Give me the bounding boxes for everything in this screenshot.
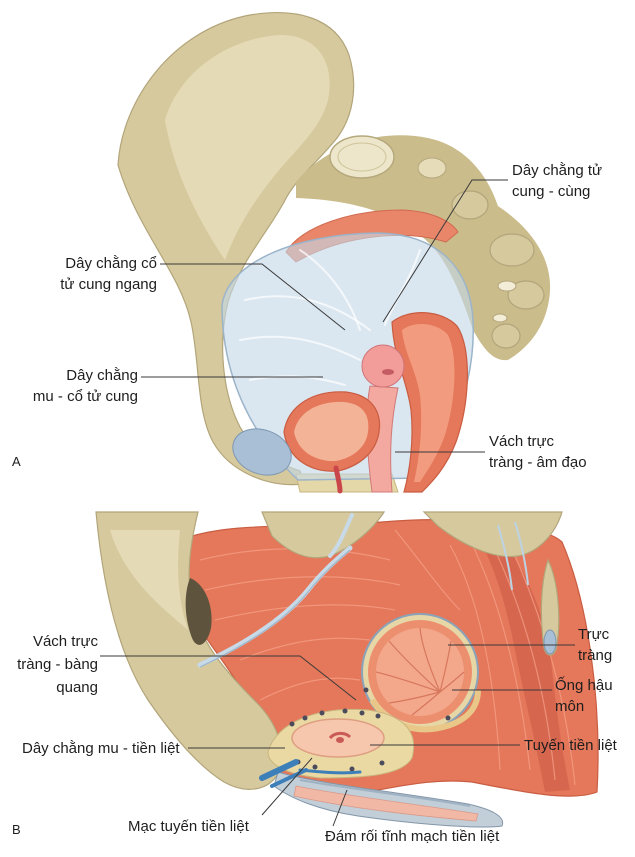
coccyx-section bbox=[422, 511, 563, 558]
leader-venous-plexus bbox=[332, 789, 348, 827]
panel-letter-b: B bbox=[12, 822, 21, 837]
label-line: tràng - bàng bbox=[17, 656, 98, 673]
sacrum bbox=[296, 135, 551, 361]
fascia-streak bbox=[239, 335, 361, 361]
fascia-line bbox=[514, 521, 529, 586]
sacral-foramen bbox=[497, 280, 517, 292]
label-line: Dây chằng mu - tiền liệt bbox=[22, 740, 180, 757]
fascia-knot bbox=[445, 715, 451, 721]
label-cardinal-ligament: Dây chằng cổ tử cung ngang bbox=[17, 253, 157, 295]
fascia-line bbox=[497, 524, 513, 591]
vertebral-body bbox=[329, 135, 395, 179]
coccyx bbox=[491, 323, 521, 349]
label-line: Tuyến tiền liệt bbox=[524, 737, 617, 754]
panel-b-illustration bbox=[95, 511, 599, 828]
urethral-lumen bbox=[336, 737, 344, 743]
leader-uterosacral bbox=[382, 179, 508, 323]
label-line: tràng - âm đạo bbox=[489, 454, 587, 471]
dorsal-vein bbox=[259, 759, 299, 781]
spongy-urethra bbox=[293, 785, 479, 822]
label-line: môn bbox=[555, 698, 585, 715]
pubic-symphysis bbox=[232, 428, 292, 476]
plexus-vein bbox=[298, 768, 362, 775]
cervix bbox=[361, 344, 405, 388]
label-line: tràng bbox=[578, 647, 613, 664]
panel-a-illustration bbox=[117, 12, 551, 494]
fascia-streak bbox=[384, 249, 421, 326]
label-anal-canal: Ống hậu môn bbox=[555, 675, 613, 717]
label-line: Vách trực bbox=[489, 433, 555, 450]
label-rectovesical-septum: Vách trực tràng - bàng quang bbox=[0, 630, 98, 699]
label-line: Mạc tuyến tiền liệt bbox=[128, 818, 249, 835]
label-rectovaginal-septum: Vách trực tràng - âm đạo bbox=[489, 431, 587, 473]
label-puboprostatic-ligament: Dây chằng mu - tiền liệt bbox=[22, 738, 180, 759]
label-line: Ống hậu bbox=[555, 677, 613, 694]
label-line: mu - cổ tử cung bbox=[32, 388, 138, 405]
rectum-lumen bbox=[376, 628, 464, 716]
fascia-line bbox=[328, 513, 354, 558]
penile-fascia-line bbox=[299, 779, 471, 807]
label-uterosacral-ligament: Dây chằng tử cung - cùng bbox=[512, 160, 602, 202]
prostatic-urethra bbox=[328, 731, 352, 740]
sacral-lobe bbox=[489, 233, 535, 267]
leader-prostatic-fascia bbox=[261, 757, 313, 816]
leader-rectovesical bbox=[100, 655, 357, 701]
label-line: Dây chằng cổ bbox=[65, 255, 157, 272]
label-line: tử cung ngang bbox=[60, 276, 157, 293]
panel-letter-a: A bbox=[12, 454, 21, 469]
spinous-process bbox=[417, 157, 447, 179]
label-line: Đám rối tĩnh mạch tiền liệt bbox=[325, 828, 500, 845]
label-line: Trực bbox=[578, 626, 610, 643]
label-prostatic-fascia: Mạc tuyến tiền liệt bbox=[128, 816, 249, 837]
pubic-bone-highlight bbox=[110, 530, 188, 630]
rectal-folds bbox=[375, 627, 465, 716]
plexus-vein bbox=[270, 768, 308, 788]
urethra bbox=[333, 465, 343, 494]
vertebral-body-rim bbox=[337, 142, 387, 172]
ischial-cartilage bbox=[543, 629, 557, 655]
ischial-spine bbox=[540, 558, 560, 656]
obturator-canal bbox=[185, 578, 212, 645]
label-prostatic-venous-plexus: Đám rối tĩnh mạch tiền liệt bbox=[325, 826, 499, 847]
label-line: Vách trực bbox=[32, 633, 98, 650]
sacral-lobe bbox=[451, 190, 489, 220]
label-line: quang bbox=[56, 679, 98, 696]
leader-lines bbox=[100, 179, 575, 827]
label-line: cung - cùng bbox=[512, 183, 591, 200]
leader-cardinal bbox=[160, 263, 346, 331]
rectum-lumen bbox=[402, 323, 455, 482]
label-rectum: Trực tràng bbox=[578, 624, 612, 666]
external-os bbox=[382, 369, 394, 375]
fascia-knot bbox=[363, 687, 369, 693]
iliac-fossa bbox=[165, 35, 330, 260]
label-line: Dây chằng bbox=[66, 367, 138, 384]
sacral-lobe bbox=[507, 280, 545, 310]
tendinous-arch-edge bbox=[199, 549, 351, 668]
sacral-foramen bbox=[492, 313, 508, 323]
label-pubocervical-ligament: Dây chằng mu - cổ tử cung bbox=[0, 365, 138, 407]
bladder-lumen bbox=[294, 401, 369, 462]
fascia-streak bbox=[299, 249, 361, 331]
label-line: Dây chằng tử bbox=[512, 162, 603, 179]
label-prostate: Tuyến tiền liệt bbox=[524, 735, 617, 756]
tendinous-arch bbox=[197, 545, 353, 668]
